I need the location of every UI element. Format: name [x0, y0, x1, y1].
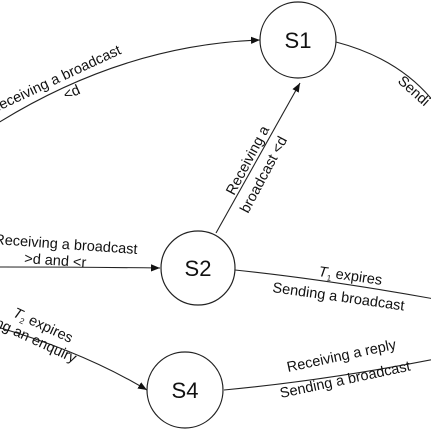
- edge-label-var: T: [317, 264, 329, 281]
- state-node-s2[interactable]: S2: [160, 230, 236, 306]
- node-label: S4: [172, 378, 199, 403]
- state-node-s1[interactable]: S1: [259, 1, 337, 79]
- edge-label-sub: 2: [18, 316, 26, 326]
- node-label: S2: [185, 256, 212, 281]
- edge-label-line: >d and <r: [24, 251, 87, 271]
- edge-s2-to-s1: [215, 82, 301, 234]
- edge-label-line: Receiving a broadcast: [0, 42, 124, 117]
- state-node-s4[interactable]: S4: [146, 351, 224, 429]
- edge-label-line: Sending a broadcast: [271, 280, 405, 314]
- edge-left-to-s1: [0, 36, 261, 123]
- edge-s2-to-right: [234, 269, 431, 299]
- edge-s4-to-right: [223, 359, 431, 391]
- edge-label-line: T1 expires: [317, 264, 383, 290]
- edge-label-rest: expires: [331, 266, 384, 289]
- edge-left-to-s4: [0, 327, 148, 391]
- node-label: S1: [285, 28, 312, 53]
- edge-label-sub: 1: [326, 273, 332, 283]
- edge-label-line: Sendi: [394, 73, 431, 110]
- edge-left-to-s2: [0, 264, 161, 272]
- edge-s1-to-right: [335, 41, 431, 100]
- edge-label-line: <d: [61, 82, 83, 103]
